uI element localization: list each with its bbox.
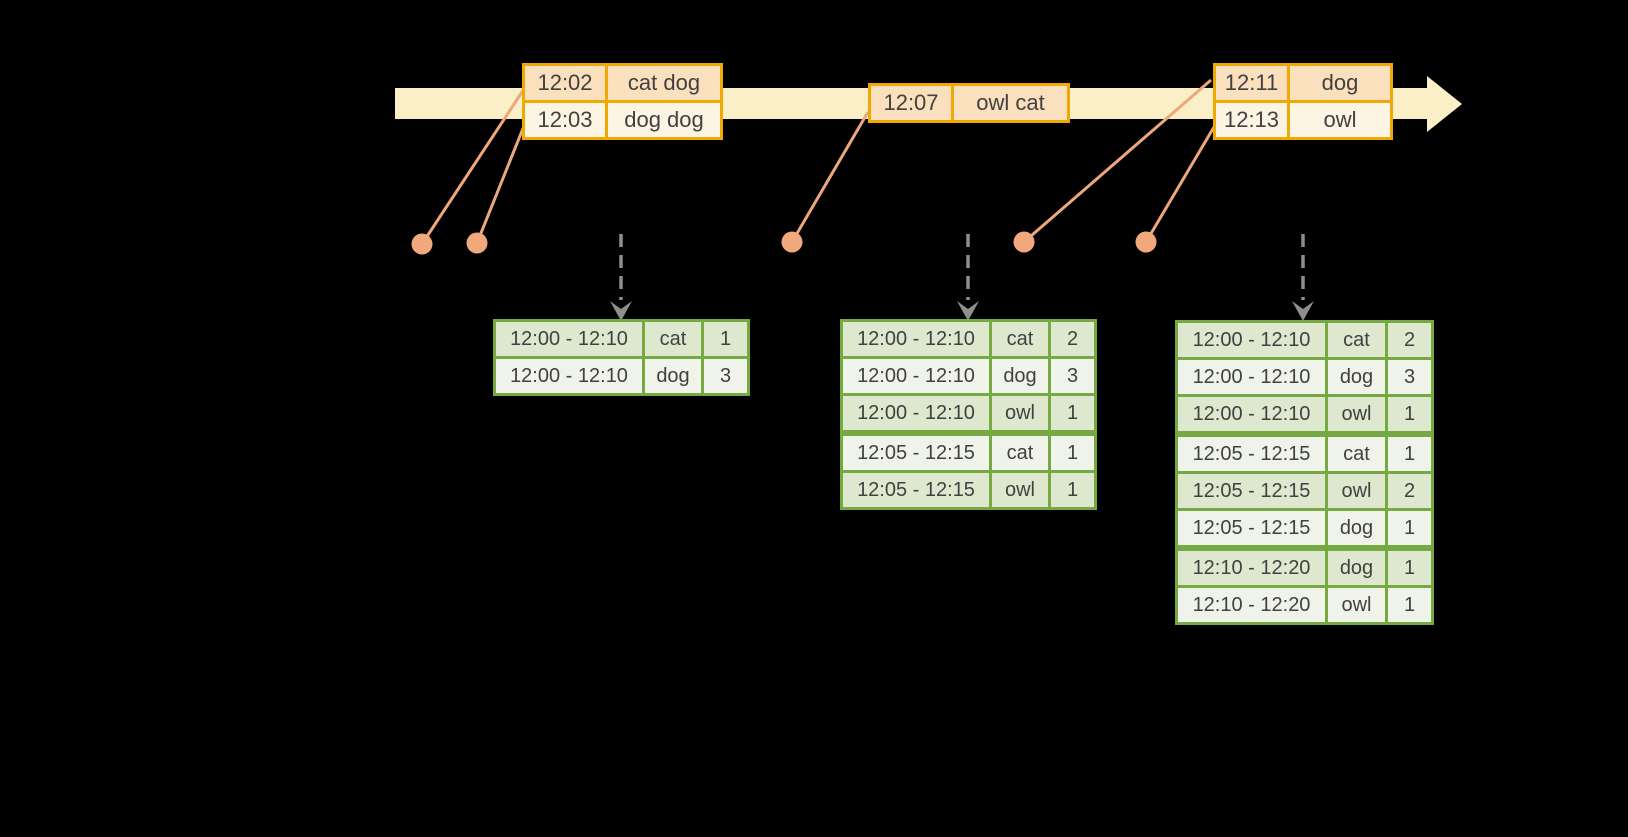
timeline-arrowhead-icon: [1427, 75, 1462, 132]
event-words-cell: owl cat: [954, 86, 1067, 120]
word-cell: dog: [1328, 360, 1385, 394]
window-cell: 12:05 - 12:15: [843, 436, 989, 470]
word-cell: dog: [992, 359, 1048, 393]
count-cell: 1: [1388, 551, 1431, 585]
event-dot-icon: [1013, 231, 1035, 253]
window-cell: 12:10 - 12:20: [1178, 551, 1325, 585]
event-connector-line: [790, 111, 870, 243]
window-cell: 12:00 - 12:10: [1178, 397, 1325, 431]
word-cell: cat: [992, 436, 1048, 470]
window-cell: 12:00 - 12:10: [843, 359, 989, 393]
window-cell: 12:00 - 12:10: [496, 359, 642, 393]
event-time-cell: 12:11: [1216, 66, 1287, 100]
window-cell: 12:00 - 12:10: [1178, 360, 1325, 394]
word-cell: owl: [1328, 397, 1385, 431]
word-cell: dog: [1328, 511, 1385, 545]
word-cell: cat: [1328, 323, 1385, 357]
event-words-cell: dog: [1290, 66, 1390, 100]
word-cell: owl: [992, 473, 1048, 507]
count-cell: 1: [1051, 473, 1094, 507]
count-cell: 3: [704, 359, 747, 393]
word-cell: owl: [992, 396, 1048, 430]
count-cell: 1: [704, 322, 747, 356]
event-dot-icon: [411, 233, 433, 255]
window-cell: 12:05 - 12:15: [1178, 511, 1325, 545]
word-cell: cat: [1328, 437, 1385, 471]
count-cell: 1: [1388, 511, 1431, 545]
count-cell: 2: [1388, 323, 1431, 357]
event-time-cell: 12:03: [525, 103, 605, 137]
trigger-arrowhead-icon: [610, 301, 632, 321]
word-cell: cat: [645, 322, 701, 356]
event-time-cell: 12:02: [525, 66, 605, 100]
window-cell: 12:00 - 12:10: [843, 322, 989, 356]
count-cell: 1: [1388, 588, 1431, 622]
event-dot-icon: [466, 232, 488, 254]
trigger-arrowhead-icon: [957, 301, 979, 321]
event-connector-line: [420, 88, 526, 245]
event-connector-line: [475, 125, 526, 244]
word-cell: cat: [992, 322, 1048, 356]
window-cell: 12:00 - 12:10: [843, 396, 989, 430]
count-cell: 1: [1051, 436, 1094, 470]
count-cell: 2: [1051, 322, 1094, 356]
event-connector-line: [1023, 78, 1212, 244]
window-cell: 12:05 - 12:15: [1178, 474, 1325, 508]
event-dot-icon: [1135, 231, 1157, 253]
count-cell: 3: [1388, 360, 1431, 394]
window-cell: 12:05 - 12:15: [1178, 437, 1325, 471]
word-cell: owl: [1328, 474, 1385, 508]
count-cell: 1: [1051, 396, 1094, 430]
event-time-cell: 12:13: [1216, 103, 1287, 137]
count-cell: 1: [1388, 397, 1431, 431]
word-cell: dog: [1328, 551, 1385, 585]
word-cell: dog: [645, 359, 701, 393]
window-cell: 12:10 - 12:20: [1178, 588, 1325, 622]
window-cell: 12:05 - 12:15: [843, 473, 989, 507]
count-cell: 2: [1388, 474, 1431, 508]
event-words-cell: cat dog: [608, 66, 720, 100]
event-dot-icon: [781, 231, 803, 253]
word-cell: owl: [1328, 588, 1385, 622]
event-time-cell: 12:07: [871, 86, 951, 120]
count-cell: 1: [1388, 437, 1431, 471]
event-connector-line: [1144, 126, 1216, 243]
event-words-cell: owl: [1290, 103, 1390, 137]
window-cell: 12:00 - 12:10: [1178, 323, 1325, 357]
count-cell: 3: [1051, 359, 1094, 393]
window-cell: 12:00 - 12:10: [496, 322, 642, 356]
trigger-arrowhead-icon: [1292, 301, 1314, 321]
event-words-cell: dog dog: [608, 103, 720, 137]
